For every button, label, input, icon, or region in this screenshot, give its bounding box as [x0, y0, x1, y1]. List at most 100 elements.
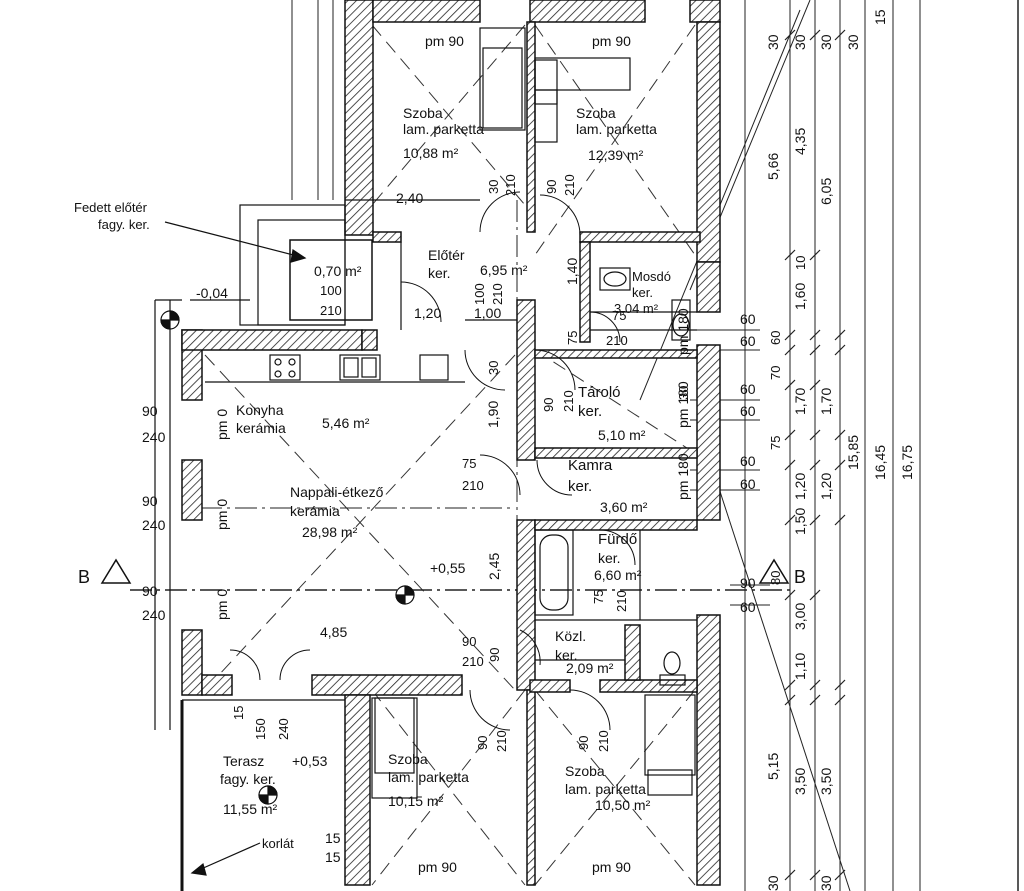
room-diagonals — [204, 24, 696, 886]
dim-210d: 210 — [606, 333, 628, 348]
ext-60e: 60 — [740, 453, 756, 469]
outside-level: -0,04 — [196, 285, 228, 301]
bed3-line2: lam. parketta — [388, 769, 469, 785]
sill-180: 30 — [676, 386, 691, 400]
bath-line1: Fürdő — [598, 531, 637, 548]
furniture — [205, 27, 696, 799]
sill-pm180-a: pm 180 — [675, 308, 691, 355]
bed3-line1: Szoba — [388, 751, 428, 767]
ext-60b: 60 — [740, 333, 756, 349]
col2-160: 1,60 — [792, 283, 808, 310]
vdim-210-g: 210 — [596, 730, 611, 752]
vdim-90-c: 90 — [541, 398, 556, 412]
col3-120: 1,20 — [818, 473, 834, 500]
col2-170: 1,70 — [792, 388, 808, 415]
win-240c: 240 — [142, 607, 166, 623]
pantry-line2: ker. — [568, 478, 592, 495]
col3-30b: 30 — [818, 875, 834, 891]
sill-pm0-a: pm 0 — [214, 409, 230, 440]
dim-75b: 75 — [612, 308, 626, 323]
bed2-line1: Szoba — [576, 105, 616, 121]
vdim-30: 30 — [486, 361, 501, 375]
col1-80: 80 — [768, 571, 783, 585]
vdim-90-e: 90 — [475, 736, 490, 750]
wc-line2: ker. — [632, 285, 653, 300]
col5-15: 15 — [872, 9, 888, 25]
col5-1645: 16,45 — [872, 445, 888, 480]
living-line1: Nappali-étkező — [290, 484, 384, 500]
col3-605: 6,05 — [818, 178, 834, 205]
living-level: +0,55 — [430, 560, 466, 576]
bed2-area: 12,39 m² — [588, 147, 644, 163]
ext-60c: 60 — [740, 381, 756, 397]
dimensions-horizontal: 2,40 4,85 1,20 1,00 100 210 75 210 75 21… — [142, 190, 756, 865]
vdim-75-b: 75 — [591, 590, 606, 604]
railing-label: korlát — [262, 836, 294, 851]
bath-area: 6,60 m² — [594, 567, 642, 583]
col4-30: 30 — [845, 34, 861, 50]
col2-110: 1,10 — [792, 653, 808, 680]
vdim-90-a: 30 — [486, 180, 501, 194]
dim-210b: 210 — [320, 303, 342, 318]
col1-70: 70 — [768, 366, 783, 380]
col6-1675: 16,75 — [899, 445, 915, 480]
col2-30a: 30 — [792, 34, 808, 50]
kitchen-line2: kerámia — [236, 420, 286, 436]
vdim-100: 100 — [472, 283, 487, 305]
col2-300: 3,00 — [792, 603, 808, 630]
bed4-line1: Szoba — [565, 763, 605, 779]
bed4-line2: lam. parketta — [565, 781, 646, 797]
dim-100: 1,00 — [474, 305, 501, 321]
sill-pm180-b: pm 180 — [675, 381, 691, 428]
vdim-140: 1,40 — [564, 258, 580, 285]
leader-arrows — [164, 221, 307, 876]
sill-pm0-b: pm 0 — [214, 499, 230, 530]
dim-75a: 75 — [462, 456, 476, 471]
col2-350: 3,50 — [792, 768, 808, 795]
vdim-210-c: 210 — [490, 283, 505, 305]
bed1-line2: lam. parketta — [403, 121, 484, 137]
ext-60a: 60 — [740, 311, 756, 327]
win-240a: 240 — [142, 429, 166, 445]
col2-120: 1,20 — [792, 473, 808, 500]
col4-1585: 15,85 — [845, 435, 861, 470]
kitchen-area: 5,46 m² — [322, 415, 370, 431]
living-line2: kerámia — [290, 503, 340, 519]
vdim-150: 150 — [253, 718, 268, 740]
col2-435: 4,35 — [792, 128, 808, 155]
col3-170: 1,70 — [818, 388, 834, 415]
bed4-area: 10,50 m² — [595, 797, 651, 813]
col1-30b: 30 — [765, 875, 781, 891]
sill-pm0-c: pm 0 — [214, 589, 230, 620]
storage-line2: ker. — [578, 403, 602, 420]
bed3-area: 10,15 m² — [388, 793, 444, 809]
ext-90: 90 — [740, 575, 756, 591]
vdim-90-f: 90 — [576, 736, 591, 750]
dim-485: 4,85 — [320, 624, 347, 640]
hall-line2: ker. — [428, 265, 451, 281]
dim-240: 2,40 — [396, 190, 423, 206]
section-markers — [100, 558, 790, 584]
vdim-190: 1,90 — [485, 401, 501, 428]
dim-120: 1,20 — [414, 305, 441, 321]
storage-area: 5,10 m² — [598, 427, 646, 443]
stair-15b: 15 — [325, 849, 341, 865]
dim-90a: 90 — [462, 634, 476, 649]
terrace-line1: Terasz — [223, 753, 264, 769]
ext-60d: 60 — [740, 403, 756, 419]
col2-150: 1,50 — [792, 508, 808, 535]
section-label-right: B — [794, 567, 806, 587]
terrace-level: +0,53 — [292, 753, 328, 769]
dimensions-vertical: 30 210 90 210 1,40 100 210 30 1,90 2,45 … — [214, 9, 915, 891]
entry-area: 0,70 m² — [314, 263, 362, 279]
ext-60g: 60 — [740, 599, 756, 615]
pantry-area: 3,60 m² — [600, 499, 648, 515]
wc-line1: Mosdó — [632, 269, 671, 284]
sill-pm180-c: pm 180 — [675, 453, 691, 500]
col3-350: 3,50 — [818, 768, 834, 795]
bed1-line1: Szoba — [403, 105, 443, 121]
storage-line1: Tároló — [578, 384, 621, 401]
callouts: Fedett előtér fagy. ker. korlát -0,04 B … — [74, 200, 806, 851]
col1-515: 5,15 — [765, 753, 781, 780]
